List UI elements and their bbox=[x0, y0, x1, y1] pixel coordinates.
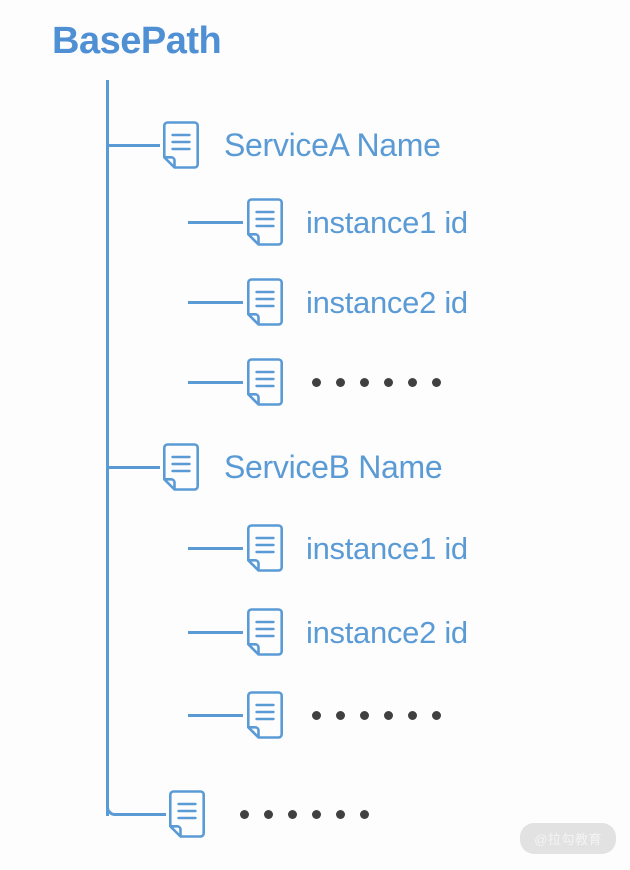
document-icon bbox=[163, 121, 199, 169]
document-icon bbox=[247, 198, 283, 246]
dot bbox=[384, 377, 393, 387]
ellipsis-dots bbox=[312, 710, 441, 720]
tree-node-serviceB-instance2[interactable]: instance2 id bbox=[188, 607, 468, 657]
tree-node-label: instance2 id bbox=[306, 614, 468, 650]
tree-node-serviceA[interactable]: ServiceA Name bbox=[106, 120, 441, 170]
document-icon bbox=[247, 358, 283, 406]
dot bbox=[240, 809, 249, 819]
watermark-badge: @拉勾教育 bbox=[520, 823, 616, 854]
connector-line bbox=[188, 300, 243, 304]
dot bbox=[336, 710, 345, 720]
tree-node-label: ServiceB Name bbox=[224, 449, 443, 485]
dot bbox=[408, 710, 417, 720]
connector-line bbox=[188, 380, 243, 384]
dot bbox=[408, 377, 417, 387]
connector-line bbox=[188, 630, 243, 634]
dot bbox=[336, 809, 345, 819]
document-icon bbox=[163, 443, 199, 491]
document-icon bbox=[247, 278, 283, 326]
tree-node-label: instance1 id bbox=[306, 204, 468, 240]
ellipsis-dots bbox=[240, 809, 369, 819]
dot bbox=[432, 710, 441, 720]
dot bbox=[264, 809, 273, 819]
document-icon bbox=[247, 691, 283, 739]
document-icon bbox=[169, 790, 205, 838]
dot bbox=[336, 377, 345, 387]
tree-node-more-services[interactable] bbox=[166, 789, 369, 839]
connector-line bbox=[188, 220, 243, 224]
connector-line bbox=[106, 465, 160, 469]
dot bbox=[312, 377, 321, 387]
dot bbox=[432, 377, 441, 387]
dot bbox=[312, 809, 321, 819]
connector-line bbox=[106, 143, 160, 147]
connector-line bbox=[188, 713, 243, 717]
tree-node-label: instance1 id bbox=[306, 530, 468, 566]
tree-node-serviceA-instance2[interactable]: instance2 id bbox=[188, 277, 468, 327]
tree-trunk-line bbox=[106, 80, 109, 816]
ellipsis-dots bbox=[312, 377, 441, 387]
dot bbox=[360, 377, 369, 387]
dot bbox=[360, 809, 369, 819]
dot bbox=[288, 809, 297, 819]
dot bbox=[312, 710, 321, 720]
dot bbox=[384, 710, 393, 720]
tree-trunk-foot-corner bbox=[106, 790, 166, 816]
page-title: BasePath bbox=[52, 20, 222, 62]
tree-node-serviceA-instance1[interactable]: instance1 id bbox=[188, 197, 468, 247]
dot bbox=[360, 710, 369, 720]
tree-node-label: ServiceA Name bbox=[224, 127, 441, 163]
tree-node-serviceB-instance1[interactable]: instance1 id bbox=[188, 523, 468, 573]
tree-node-serviceB[interactable]: ServiceB Name bbox=[106, 442, 443, 492]
tree-node-label: instance2 id bbox=[306, 284, 468, 320]
connector-line bbox=[188, 546, 243, 550]
tree-node-serviceA-more[interactable] bbox=[188, 357, 441, 407]
document-icon bbox=[247, 524, 283, 572]
tree-node-serviceB-more[interactable] bbox=[188, 690, 441, 740]
document-icon bbox=[247, 608, 283, 656]
